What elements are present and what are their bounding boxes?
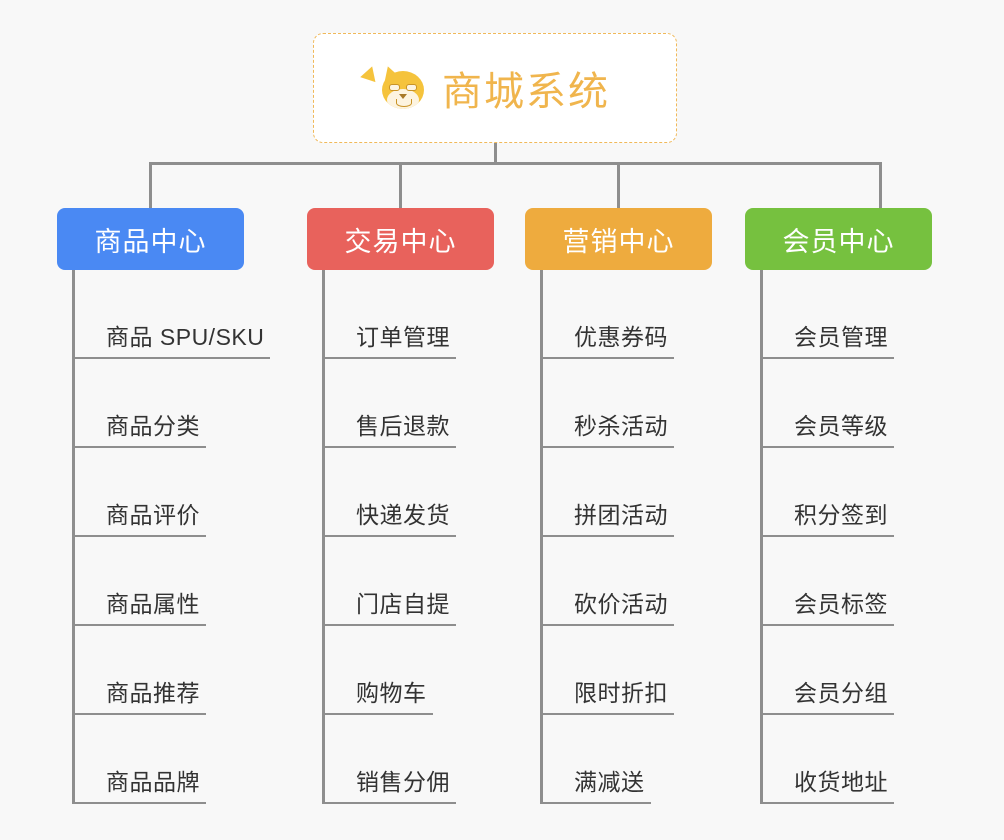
leaf-item[interactable]: 限时折扣 (540, 626, 674, 715)
leaf-item[interactable]: 门店自提 (322, 537, 456, 626)
leaf-item[interactable]: 订单管理 (322, 270, 456, 359)
leaf-item[interactable]: 商品 SPU/SKU (72, 270, 271, 359)
category-column-1: 商品中心 商品 SPU/SKU 商品分类 商品评价 商品属性 商品推荐 商品品牌 (57, 208, 271, 804)
root-title: 商城系统 (442, 70, 610, 114)
leaf-label: 会员标签 (794, 591, 888, 617)
root-node[interactable]: 商城系统 (313, 33, 677, 143)
leaf-label: 会员等级 (794, 413, 888, 439)
category-spine-3 (540, 270, 543, 804)
category-header-4[interactable]: 会员中心 (745, 208, 932, 270)
connector-root-stem (494, 143, 497, 165)
leaf-item[interactable]: 积分签到 (760, 448, 894, 537)
leaf-item[interactable]: 售后退款 (322, 359, 456, 448)
category-column-2: 交易中心 订单管理 售后退款 快递发货 门店自提 购物车 销售分佣 (307, 208, 494, 804)
category-header-label: 商品中心 (94, 226, 207, 257)
category-header-3[interactable]: 营销中心 (525, 208, 712, 270)
leaf-label: 售后退款 (356, 413, 450, 439)
leaf-label: 秒杀活动 (574, 413, 668, 439)
leaf-label: 拼团活动 (574, 502, 668, 528)
connector-drop-3 (617, 162, 620, 208)
leaf-label: 限时折扣 (574, 680, 668, 706)
category-spine-2 (322, 270, 325, 804)
connector-drop-4 (879, 162, 882, 208)
leaf-label: 砍价活动 (574, 591, 668, 617)
leaf-label: 商品属性 (106, 591, 200, 617)
leaf-item[interactable]: 商品评价 (72, 448, 206, 537)
leaf-item[interactable]: 收货地址 (760, 715, 894, 804)
leaf-label: 商品品牌 (106, 769, 200, 795)
leaf-item[interactable]: 会员管理 (760, 270, 894, 359)
leaf-item[interactable]: 会员分组 (760, 626, 894, 715)
category-spine-1 (72, 270, 75, 804)
leaf-item[interactable]: 购物车 (322, 626, 433, 715)
leaf-item[interactable]: 商品分类 (72, 359, 206, 448)
leaf-item[interactable]: 满减送 (540, 715, 651, 804)
category-header-label: 营销中心 (562, 226, 675, 257)
leaf-label: 满减送 (574, 769, 645, 795)
leaf-item[interactable]: 砍价活动 (540, 537, 674, 626)
leaf-label: 订单管理 (356, 324, 450, 350)
leaf-label: 商品分类 (106, 413, 200, 439)
category-header-2[interactable]: 交易中心 (307, 208, 494, 270)
leaf-item[interactable]: 商品推荐 (72, 626, 206, 715)
leaf-label: 会员管理 (794, 324, 888, 350)
leaf-label: 会员分组 (794, 680, 888, 706)
leaf-label: 购物车 (356, 680, 427, 706)
leaf-label: 积分签到 (794, 502, 888, 528)
connector-horizontal-bus (149, 162, 882, 165)
leaf-item[interactable]: 商品属性 (72, 537, 206, 626)
leaf-item[interactable]: 拼团活动 (540, 448, 674, 537)
leaf-item[interactable]: 销售分佣 (322, 715, 456, 804)
category-header-1[interactable]: 商品中心 (57, 208, 244, 270)
leaf-label: 收货地址 (794, 769, 888, 795)
category-spine-4 (760, 270, 763, 804)
category-header-label: 交易中心 (344, 226, 457, 257)
dog-face-icon (360, 63, 426, 111)
leaf-label: 商品推荐 (106, 680, 200, 706)
leaf-label: 优惠券码 (574, 324, 668, 350)
category-column-3: 营销中心 优惠券码 秒杀活动 拼团活动 砍价活动 限时折扣 满减送 (525, 208, 712, 804)
connector-drop-2 (399, 162, 402, 208)
leaf-item[interactable]: 秒杀活动 (540, 359, 674, 448)
leaf-label: 快递发货 (356, 502, 450, 528)
leaf-label: 商品评价 (106, 502, 200, 528)
leaf-item[interactable]: 快递发货 (322, 448, 456, 537)
category-header-label: 会员中心 (782, 226, 895, 257)
leaf-item[interactable]: 商品品牌 (72, 715, 206, 804)
leaf-label: 销售分佣 (356, 769, 450, 795)
leaf-item[interactable]: 会员等级 (760, 359, 894, 448)
connector-drop-1 (149, 162, 152, 208)
leaf-label: 门店自提 (356, 591, 450, 617)
category-column-4: 会员中心 会员管理 会员等级 积分签到 会员标签 会员分组 收货地址 (745, 208, 932, 804)
leaf-item[interactable]: 会员标签 (760, 537, 894, 626)
leaf-item[interactable]: 优惠券码 (540, 270, 674, 359)
leaf-label: 商品 SPU/SKU (106, 324, 265, 350)
